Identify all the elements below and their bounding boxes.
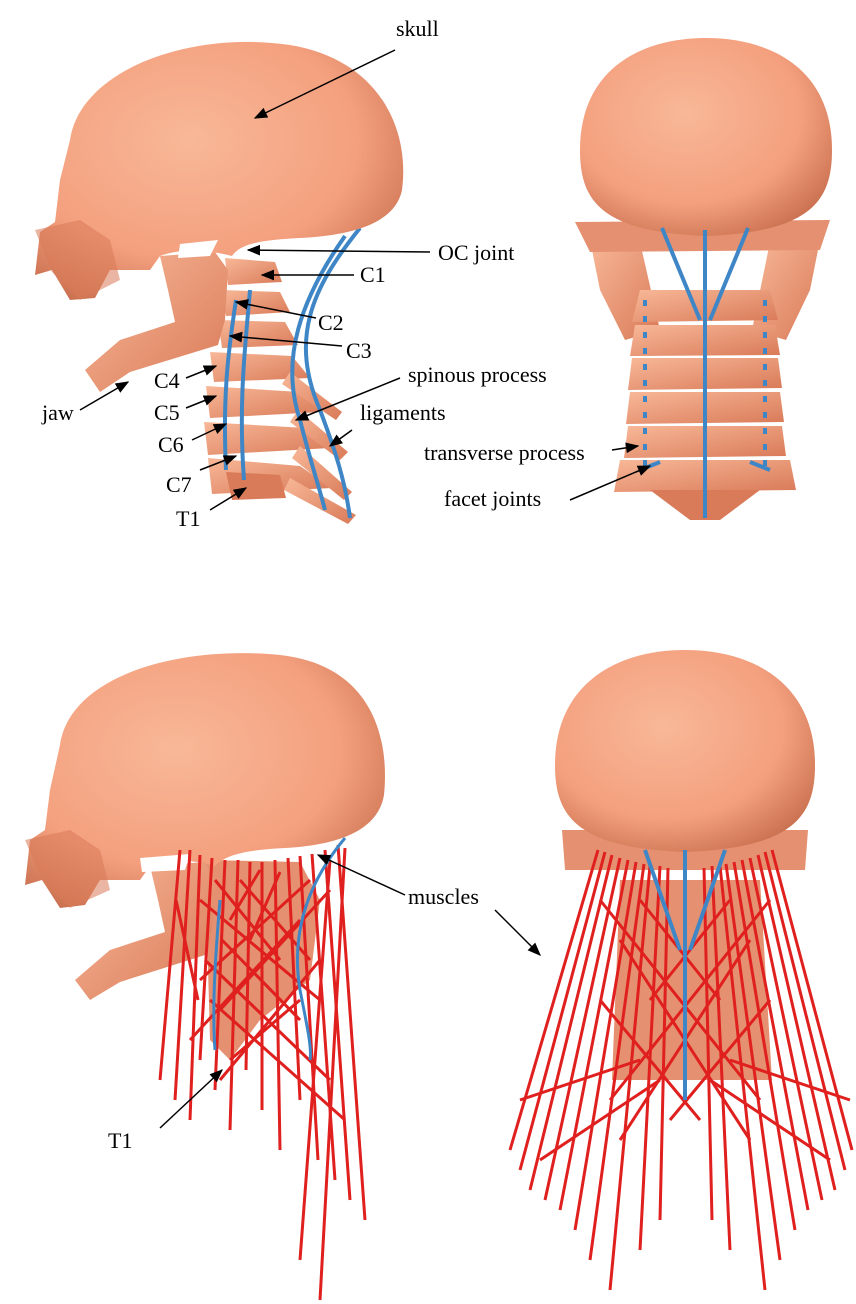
skull-posterior-2 (555, 650, 815, 852)
label-t1-bottom: T1 (108, 1128, 132, 1153)
label-c4: C4 (154, 368, 180, 393)
muscles-arrow-left (318, 855, 405, 895)
label-facet-joints: facet joints (444, 486, 541, 511)
c4-arrow (186, 366, 216, 378)
label-skull: skull (396, 16, 439, 41)
label-ligaments: ligaments (360, 400, 446, 425)
label-c6: C6 (158, 432, 184, 457)
label-c5: C5 (154, 400, 180, 425)
lateral-view-muscles (25, 653, 385, 1300)
label-spinous-process: spinous process (408, 362, 547, 387)
ligaments-arrow (330, 430, 352, 446)
muscles-arrow-right (495, 910, 540, 955)
skull-posterior (580, 38, 832, 236)
label-oc-joint: OC joint (438, 240, 514, 265)
label-c7: C7 (166, 472, 192, 497)
posterior-view-skeleton (575, 38, 832, 520)
label-c2: C2 (318, 310, 344, 335)
label-t1-top: T1 (176, 506, 200, 531)
label-muscles: muscles (408, 884, 479, 909)
lateral-view-skeleton (35, 42, 403, 524)
posterior-view-muscles (510, 650, 852, 1290)
label-transverse-process: transverse process (424, 440, 585, 465)
label-c3: C3 (346, 338, 372, 363)
label-c1: C1 (360, 262, 386, 287)
oc-joint-arrow (248, 250, 430, 252)
label-jaw: jaw (41, 400, 74, 425)
